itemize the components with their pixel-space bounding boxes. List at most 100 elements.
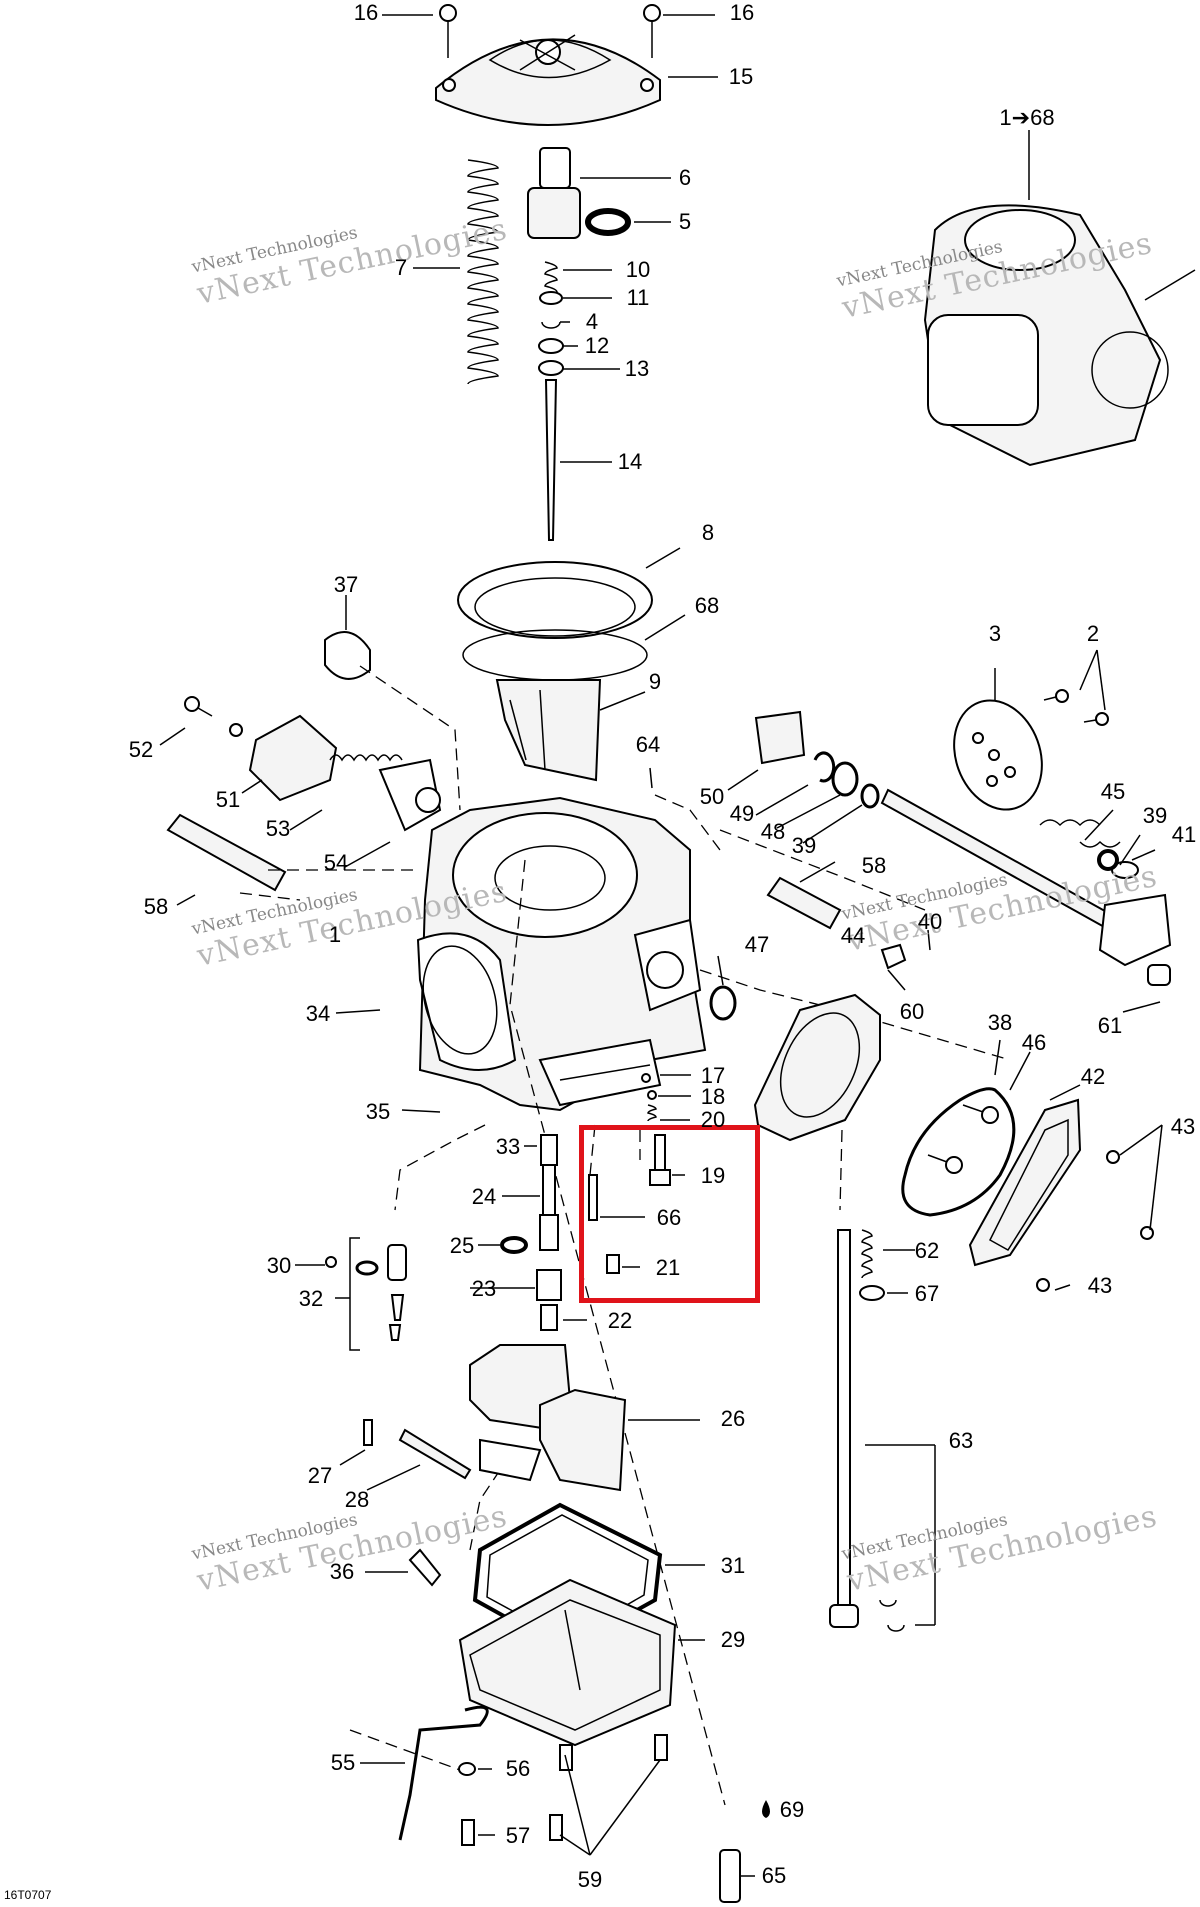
- washer-12: [538, 338, 564, 354]
- part-label-12[interactable]: 12: [584, 333, 610, 358]
- tube-58-middle: [766, 876, 842, 930]
- throttle-shaft: [880, 788, 1172, 986]
- washer-13: [538, 360, 564, 376]
- part-label-27[interactable]: 27: [307, 1463, 333, 1488]
- highlight-box: [579, 1125, 760, 1303]
- diaphragm-slide: [457, 561, 653, 782]
- tube-58-left: [166, 813, 287, 892]
- part-label-7[interactable]: 7: [394, 255, 408, 280]
- part-label-64[interactable]: 64: [635, 732, 661, 757]
- part-label-58[interactable]: 58: [861, 853, 887, 878]
- part-label-46[interactable]: 46: [1021, 1030, 1047, 1055]
- part-label-63[interactable]: 63: [948, 1428, 974, 1453]
- part-label-2[interactable]: 2: [1086, 621, 1100, 646]
- part-label-9[interactable]: 9: [648, 669, 662, 694]
- oring-5: [585, 208, 631, 236]
- part-label-39[interactable]: 39: [791, 833, 817, 858]
- screws-2: [1043, 689, 1109, 726]
- carburetor-body: [416, 796, 707, 1112]
- needle-14: [544, 379, 558, 541]
- part-label-52[interactable]: 52: [128, 737, 154, 762]
- part-label-14[interactable]: 14: [617, 449, 643, 474]
- part-label-37[interactable]: 37: [333, 572, 359, 597]
- part-label-61[interactable]: 61: [1097, 1013, 1123, 1038]
- part-label-65[interactable]: 65: [761, 1863, 787, 1888]
- part-label-17[interactable]: 17: [700, 1063, 726, 1088]
- screws-46: [927, 1104, 999, 1174]
- part-label-48[interactable]: 48: [760, 819, 786, 844]
- part-label-1[interactable]: 1: [328, 922, 342, 947]
- carburetor-cap: [435, 34, 661, 126]
- part-label-69[interactable]: 69: [779, 1797, 805, 1822]
- tube-65: [719, 1849, 741, 1903]
- part-label-31[interactable]: 31: [720, 1553, 746, 1578]
- part-label-24[interactable]: 24: [471, 1184, 497, 1209]
- part-label-67[interactable]: 67: [914, 1281, 940, 1306]
- part-label-20[interactable]: 20: [700, 1107, 726, 1132]
- part-label-57[interactable]: 57: [505, 1823, 531, 1848]
- part-label-53[interactable]: 53: [265, 816, 291, 841]
- part-label-4[interactable]: 4: [585, 309, 599, 334]
- part-label-51[interactable]: 51: [215, 787, 241, 812]
- part-label-1-68[interactable]: 1➔68: [999, 105, 1055, 130]
- part-label-19[interactable]: 19: [700, 1163, 726, 1188]
- part-label-5[interactable]: 5: [678, 209, 692, 234]
- part-label-16[interactable]: 16: [729, 0, 755, 25]
- part-label-47[interactable]: 47: [744, 932, 770, 957]
- part-label-44[interactable]: 44: [840, 923, 866, 948]
- part-label-68[interactable]: 68: [694, 593, 720, 618]
- part-label-3[interactable]: 3: [988, 621, 1002, 646]
- part-label-26[interactable]: 26: [720, 1406, 746, 1431]
- screw-27: [363, 1419, 373, 1446]
- part-label-43[interactable]: 43: [1087, 1273, 1113, 1298]
- part-label-22[interactable]: 22: [607, 1308, 633, 1333]
- fitting-60: [880, 943, 907, 970]
- part-label-25[interactable]: 25: [449, 1233, 475, 1258]
- part-label-28[interactable]: 28: [344, 1487, 370, 1512]
- tube-55: [398, 1705, 489, 1841]
- part-label-55[interactable]: 55: [330, 1750, 356, 1775]
- part-label-42[interactable]: 42: [1080, 1064, 1106, 1089]
- part-label-8[interactable]: 8: [701, 520, 715, 545]
- spring-7: [467, 159, 499, 385]
- clip-4: [541, 321, 561, 329]
- part-label-60[interactable]: 60: [899, 999, 925, 1024]
- part-label-21[interactable]: 21: [655, 1255, 681, 1280]
- jet-parts: [588, 1073, 671, 1274]
- part-label-32[interactable]: 32: [298, 1286, 324, 1311]
- part-label-18[interactable]: 18: [700, 1084, 726, 1109]
- part-label-15[interactable]: 15: [728, 64, 754, 89]
- part-label-33[interactable]: 33: [495, 1134, 521, 1159]
- part-label-23[interactable]: 23: [471, 1276, 497, 1301]
- screws-16: [439, 4, 661, 58]
- part-label-39[interactable]: 39: [1142, 803, 1168, 828]
- part-label-54[interactable]: 54: [323, 850, 349, 875]
- part-label-43[interactable]: 43: [1170, 1114, 1196, 1139]
- part-label-11[interactable]: 11: [626, 285, 650, 310]
- part-label-56[interactable]: 56: [505, 1756, 531, 1781]
- part-label-41[interactable]: 41: [1171, 822, 1197, 847]
- part-label-62[interactable]: 62: [914, 1238, 940, 1263]
- screws-43: [1036, 1150, 1154, 1292]
- rod-63: [829, 1229, 936, 1632]
- part-label-49[interactable]: 49: [729, 801, 755, 826]
- part-label-35[interactable]: 35: [365, 1099, 391, 1124]
- left-actuator: [184, 696, 442, 832]
- part-label-38[interactable]: 38: [987, 1010, 1013, 1035]
- part-label-59[interactable]: 59: [577, 1867, 603, 1892]
- part-label-36[interactable]: 36: [329, 1559, 355, 1584]
- pin-28: [398, 1428, 472, 1480]
- part-label-58[interactable]: 58: [143, 894, 169, 919]
- part-label-50[interactable]: 50: [699, 784, 725, 809]
- part-label-30[interactable]: 30: [266, 1253, 292, 1278]
- part-label-6[interactable]: 6: [678, 165, 692, 190]
- part-label-10[interactable]: 10: [625, 257, 651, 282]
- part-label-34[interactable]: 34: [305, 1001, 331, 1026]
- part-label-45[interactable]: 45: [1100, 779, 1126, 804]
- part-label-66[interactable]: 66: [656, 1205, 682, 1230]
- part-label-40[interactable]: 40: [917, 909, 943, 934]
- part-label-13[interactable]: 13: [624, 356, 650, 381]
- part-label-16[interactable]: 16: [353, 0, 379, 25]
- bottom-screws: [458, 1734, 668, 1846]
- part-label-29[interactable]: 29: [720, 1627, 746, 1652]
